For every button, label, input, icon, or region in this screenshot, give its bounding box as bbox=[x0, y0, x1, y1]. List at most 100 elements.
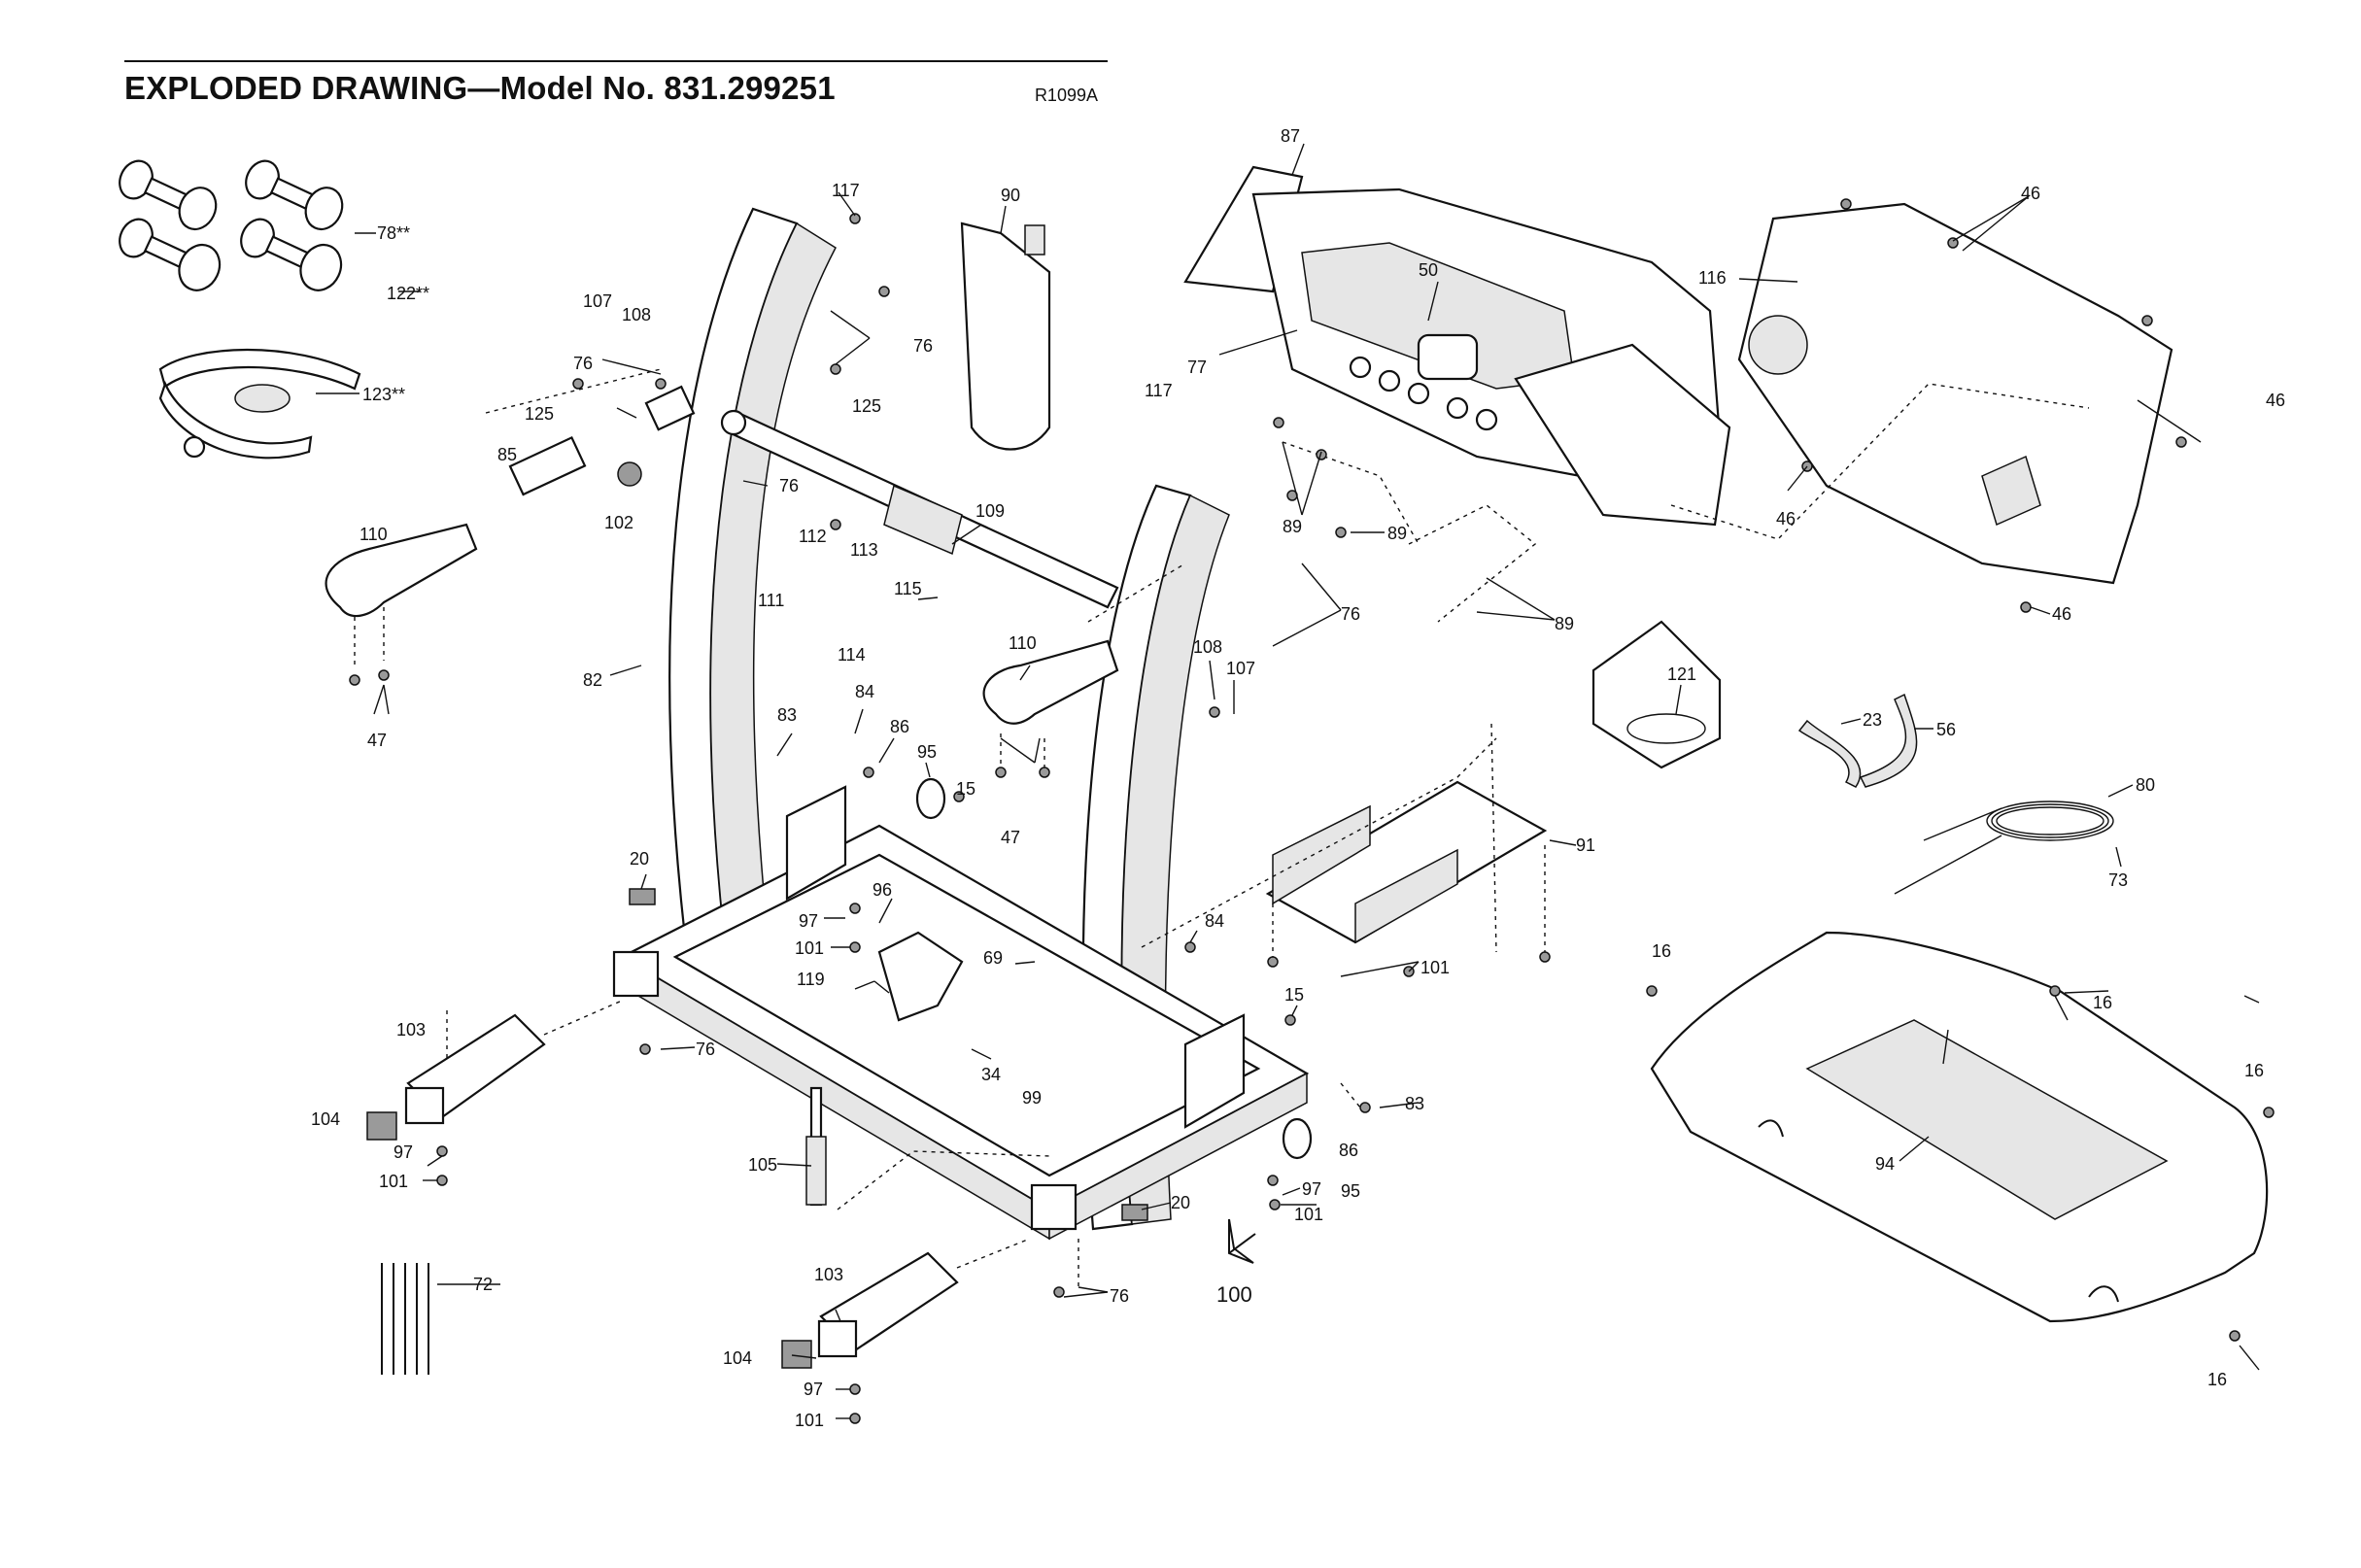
handrail-right bbox=[982, 639, 1119, 725]
callout-95: 95 bbox=[1341, 1181, 1360, 1201]
callout-89: 89 bbox=[1283, 517, 1302, 536]
console-back bbox=[1737, 202, 2173, 585]
callout-20: 20 bbox=[630, 849, 649, 869]
callout-105: 105 bbox=[748, 1155, 777, 1175]
callout-76: 76 bbox=[913, 336, 933, 356]
callout-16: 16 bbox=[2093, 993, 2112, 1012]
callout-104: 104 bbox=[723, 1348, 752, 1368]
tie-wraps bbox=[381, 1263, 429, 1375]
leader-lines bbox=[316, 143, 2260, 1419]
document-code: R1099A bbox=[1034, 85, 1098, 105]
drawing-header: EXPLODED DRAWING—Model No. 831.299251 R1… bbox=[124, 60, 1108, 111]
hex-key bbox=[1228, 1218, 1256, 1264]
callout-109: 109 bbox=[975, 501, 1005, 521]
foot-pads bbox=[629, 888, 1148, 1221]
callout-101: 101 bbox=[1420, 958, 1450, 977]
callout-103: 103 bbox=[814, 1265, 843, 1284]
wire-harness-56 bbox=[1859, 693, 1918, 788]
callout-83: 83 bbox=[777, 705, 797, 725]
handrail-tube bbox=[508, 385, 696, 496]
callout-77: 77 bbox=[1187, 358, 1207, 377]
callout-47: 47 bbox=[1001, 828, 1020, 847]
safety-key-lanyard bbox=[960, 222, 1051, 451]
callout-95: 95 bbox=[917, 742, 937, 762]
callout-116: 116 bbox=[1698, 268, 1727, 288]
callout-23: 23 bbox=[1863, 710, 1882, 730]
motor-tray bbox=[1265, 780, 1548, 944]
callout-76: 76 bbox=[573, 354, 593, 373]
callout-34: 34 bbox=[981, 1065, 1001, 1084]
dumbbell-set bbox=[119, 159, 344, 291]
callout-89: 89 bbox=[1555, 614, 1574, 633]
base-frame bbox=[612, 824, 1310, 1241]
callout-83: 83 bbox=[1405, 1094, 1424, 1113]
callout-72: 72 bbox=[473, 1275, 493, 1294]
callout-15: 15 bbox=[956, 779, 975, 799]
chest-strap bbox=[158, 348, 361, 460]
callout-121: 121 bbox=[1667, 665, 1696, 684]
callout-110: 110 bbox=[1009, 633, 1037, 653]
callout-122: 122** bbox=[387, 284, 429, 303]
callout-97: 97 bbox=[394, 1142, 413, 1162]
callout-84: 84 bbox=[1205, 911, 1224, 931]
callout-125: 125 bbox=[852, 396, 881, 416]
callout-16: 16 bbox=[1652, 941, 1671, 961]
callout-56: 56 bbox=[1936, 720, 1956, 739]
callout-103: 103 bbox=[396, 1020, 426, 1040]
callout-114: 114 bbox=[838, 645, 866, 665]
gas-shock bbox=[805, 1086, 827, 1207]
callout-117: 117 bbox=[832, 181, 860, 200]
callout-101: 101 bbox=[795, 1411, 824, 1430]
callout-78: 78** bbox=[377, 223, 410, 243]
extension-leg-left bbox=[366, 1013, 546, 1141]
extension-leg-right bbox=[781, 1251, 959, 1369]
callout-119: 119 bbox=[797, 970, 825, 989]
callout-76: 76 bbox=[1341, 604, 1360, 624]
callout-101: 101 bbox=[379, 1172, 408, 1191]
callout-123: 123** bbox=[362, 385, 405, 404]
callout-91: 91 bbox=[1576, 835, 1595, 855]
drawing-title: EXPLODED DRAWING—Model No. 831.299251 bbox=[124, 70, 836, 106]
callout-101: 101 bbox=[795, 938, 824, 958]
callout-82: 82 bbox=[583, 670, 602, 690]
callout-69: 69 bbox=[983, 948, 1003, 968]
callout-104: 104 bbox=[311, 1109, 340, 1129]
callout-46: 46 bbox=[1776, 509, 1796, 528]
callout-76: 76 bbox=[1110, 1286, 1129, 1306]
callout-47: 47 bbox=[367, 731, 387, 750]
assembly-lines bbox=[354, 368, 2090, 1287]
callout-113: 113 bbox=[850, 540, 878, 560]
audio-cable bbox=[1894, 801, 2114, 895]
callout-46: 46 bbox=[2266, 391, 2285, 410]
callout-80: 80 bbox=[2136, 775, 2155, 795]
callout-97: 97 bbox=[804, 1380, 823, 1399]
front-bracket-left bbox=[785, 777, 946, 901]
pivot-bracket bbox=[877, 931, 964, 1022]
callout-108: 108 bbox=[622, 305, 651, 324]
callout-101: 101 bbox=[1294, 1205, 1323, 1224]
callout-117: 117 bbox=[1145, 381, 1173, 400]
callout-86: 86 bbox=[1339, 1141, 1358, 1160]
callout-112: 112 bbox=[799, 527, 827, 546]
callout-46: 46 bbox=[2052, 604, 2071, 624]
motor-hood bbox=[1650, 931, 2269, 1323]
cd-case bbox=[1591, 620, 1722, 769]
callout-50: 50 bbox=[1419, 260, 1438, 280]
callout-46: 46 bbox=[2021, 184, 2040, 203]
callout-73: 73 bbox=[2108, 870, 2128, 890]
callout-99: 99 bbox=[1022, 1088, 1042, 1108]
front-bracket-right bbox=[1183, 1013, 1313, 1160]
callout-94: 94 bbox=[1875, 1154, 1895, 1174]
callout-125: 125 bbox=[525, 404, 554, 424]
callout-107: 107 bbox=[1226, 659, 1255, 678]
callout-97: 97 bbox=[1302, 1179, 1321, 1199]
handrail-left bbox=[325, 523, 478, 618]
callout-87: 87 bbox=[1281, 126, 1300, 146]
callout-89: 89 bbox=[1387, 524, 1407, 543]
callout-16: 16 bbox=[2244, 1061, 2264, 1080]
wire-harness-23 bbox=[1797, 719, 1862, 788]
callout-76: 76 bbox=[779, 476, 799, 495]
callout-15: 15 bbox=[1284, 985, 1304, 1005]
callout-90: 90 bbox=[1001, 186, 1020, 205]
